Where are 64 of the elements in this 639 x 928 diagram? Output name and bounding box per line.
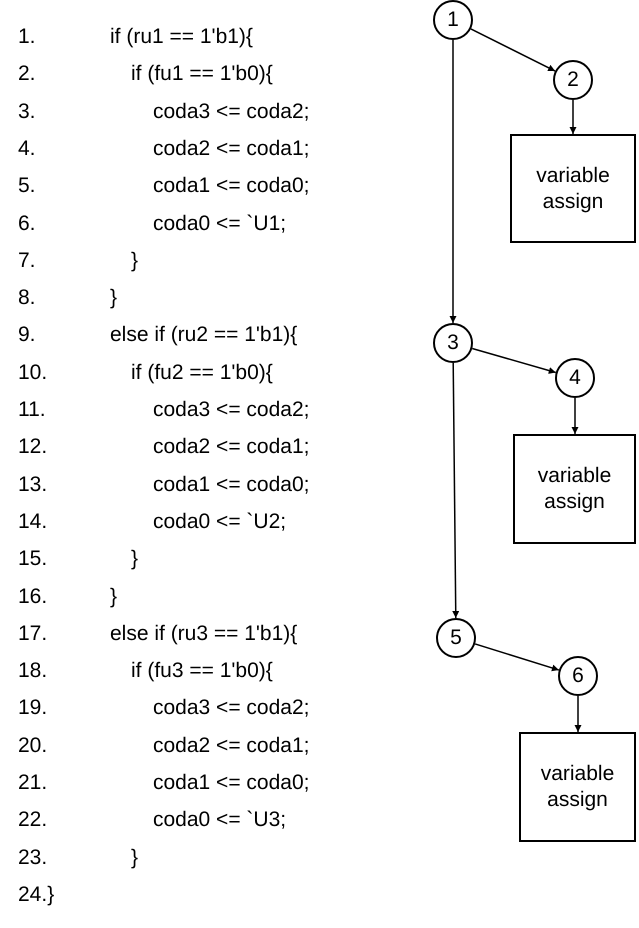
- code-line: coda2 <= coda1;: [153, 136, 310, 162]
- line-number: 24.}: [18, 882, 54, 908]
- code-line: coda3 <= coda2;: [153, 397, 310, 423]
- arrow: [472, 348, 556, 374]
- line-number: 2.: [18, 61, 36, 88]
- process-box: variable assign: [519, 732, 636, 842]
- code-line: coda0 <= `U1;: [153, 210, 286, 236]
- line-number: 11.: [18, 397, 46, 423]
- line-number: 20.: [18, 732, 48, 759]
- process-box: variable assign: [510, 134, 636, 243]
- line-number: 17.: [18, 620, 48, 647]
- code-line: coda2 <= coda1;: [153, 434, 310, 460]
- code-line: coda0 <= `U2;: [153, 508, 286, 535]
- code-line: }: [131, 248, 138, 274]
- line-number: 7.: [18, 248, 36, 274]
- line-number: 16.: [18, 584, 48, 610]
- line-number: 3.: [18, 98, 36, 125]
- line-number: 13.: [18, 472, 48, 498]
- code-line: if (ru1 == 1'b1){: [110, 24, 253, 50]
- arrow: [452, 363, 460, 618]
- code-line: }: [110, 584, 118, 610]
- line-number: 19.: [18, 695, 48, 722]
- line-number: 18.: [18, 658, 48, 684]
- node-circle: 6: [558, 656, 598, 696]
- node-circle: 4: [555, 358, 595, 398]
- arrow: [470, 28, 556, 72]
- line-number: 6.: [18, 210, 36, 236]
- line-number: 14.: [18, 508, 48, 535]
- line-number: 23.: [18, 844, 48, 871]
- code-line: }: [131, 844, 138, 871]
- code-line: if (fu3 == 1'b0){: [131, 658, 273, 684]
- arrow: [474, 643, 560, 672]
- line-number: 8.: [18, 285, 36, 312]
- code-line: if (fu1 == 1'b0){: [131, 61, 273, 88]
- code-line: coda3 <= coda2;: [153, 98, 310, 125]
- code-line: else if (ru2 == 1'b1){: [110, 322, 298, 348]
- code-line: coda1 <= coda0;: [153, 472, 310, 498]
- code-line: coda3 <= coda2;: [153, 695, 310, 722]
- line-number: 1.: [18, 24, 36, 50]
- node-circle: 5: [436, 618, 476, 658]
- line-number: 9.: [18, 322, 36, 348]
- line-number: 15.: [18, 546, 48, 572]
- code-line: coda1 <= coda0;: [153, 770, 310, 796]
- code-line: coda2 <= coda1;: [153, 732, 310, 759]
- arrow: [572, 398, 578, 434]
- node-circle: 2: [553, 60, 593, 100]
- line-number: 5.: [18, 173, 36, 200]
- code-line: coda0 <= `U3;: [153, 807, 286, 834]
- line-number: 22.: [18, 807, 48, 834]
- node-circle: 3: [433, 323, 473, 363]
- node-circle: 1: [433, 0, 473, 40]
- process-box: variable assign: [513, 434, 636, 544]
- code-line: }: [110, 285, 118, 312]
- line-number: 12.: [18, 434, 48, 460]
- line-number: 10.: [18, 360, 48, 386]
- code-line: coda1 <= coda0;: [153, 173, 310, 200]
- arrow: [574, 696, 582, 732]
- code-line: if (fu2 == 1'b0){: [131, 360, 273, 386]
- code-line: else if (ru3 == 1'b1){: [110, 620, 298, 647]
- code-line: }: [131, 546, 138, 572]
- arrow: [450, 40, 456, 323]
- line-number: 4.: [18, 136, 36, 162]
- arrow: [570, 100, 576, 134]
- line-number: 21.: [18, 770, 48, 796]
